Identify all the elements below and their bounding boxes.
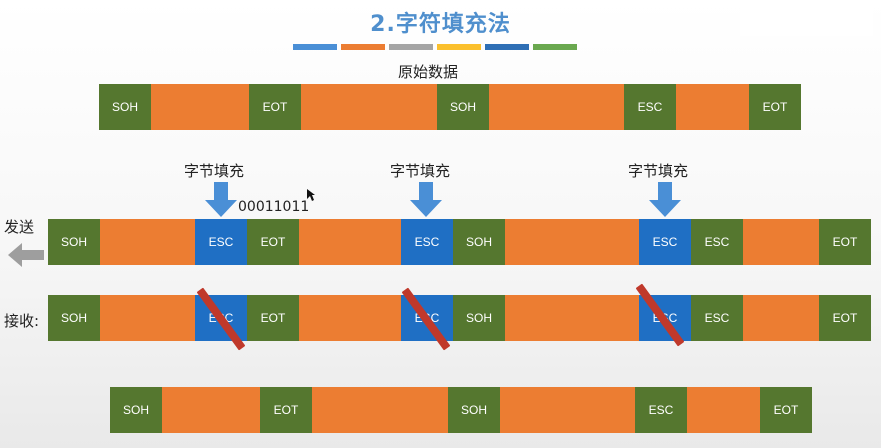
soh-segment: SOH <box>453 219 505 265</box>
data-segment <box>162 387 260 433</box>
color-bar-segment <box>533 44 577 50</box>
data-segment <box>489 84 624 130</box>
data-segment <box>500 387 635 433</box>
esc-segment: ESC <box>691 295 743 341</box>
byte-stuffing-label-2: 字节填充 <box>390 162 451 180</box>
data-segment <box>100 295 195 341</box>
color-bar-segment <box>389 44 433 50</box>
down-arrow-icon <box>410 182 442 217</box>
original-data-label: 原始数据 <box>398 63 459 81</box>
soh-segment: SOH <box>437 84 489 130</box>
data-segment <box>676 84 749 130</box>
data-segment <box>151 84 249 130</box>
byte-stuffing-label-3: 字节填充 <box>628 162 689 180</box>
data-segment <box>505 295 639 341</box>
color-bar-segment <box>437 44 481 50</box>
send-label: 发送 <box>4 218 35 236</box>
data-segment <box>299 295 401 341</box>
slide-title: 2.字符填充法 <box>370 12 511 37</box>
soh-segment: SOH <box>48 295 100 341</box>
soh-segment: SOH <box>110 387 162 433</box>
color-bar-segment <box>293 44 337 50</box>
eot-segment: EOT <box>249 84 301 130</box>
recovered-frame: SOH EOT SOH ESC EOT <box>110 387 813 433</box>
soh-segment: SOH <box>99 84 151 130</box>
byte-stuffing-label-1: 字节填充 <box>184 162 245 180</box>
data-segment <box>299 219 401 265</box>
data-segment <box>301 84 437 130</box>
data-segment <box>100 219 195 265</box>
blank-region <box>740 0 873 36</box>
data-segment <box>505 219 639 265</box>
eot-segment: EOT <box>760 387 812 433</box>
data-segment <box>743 219 819 265</box>
esc-segment: ESC <box>195 219 247 265</box>
esc-segment: ESC <box>639 219 691 265</box>
eot-segment: EOT <box>260 387 312 433</box>
eot-segment: EOT <box>247 295 299 341</box>
soh-segment: SOH <box>48 219 100 265</box>
down-arrow-icon <box>649 182 681 217</box>
eot-segment: EOT <box>247 219 299 265</box>
down-arrow-icon <box>205 182 237 217</box>
esc-segment: ESC <box>401 219 453 265</box>
original-frame: SOH EOT SOH ESC EOT <box>99 84 801 130</box>
esc-segment: ESC <box>624 84 676 130</box>
soh-segment: SOH <box>453 295 505 341</box>
esc-segment: ESC <box>691 219 743 265</box>
esc-binary-code: 00011011 <box>238 199 310 215</box>
left-arrow-icon <box>8 243 44 267</box>
eot-segment: EOT <box>819 295 871 341</box>
data-segment <box>312 387 448 433</box>
esc-segment: ESC <box>635 387 687 433</box>
cursor-icon <box>307 189 315 201</box>
soh-segment: SOH <box>448 387 500 433</box>
eot-segment: EOT <box>819 219 871 265</box>
color-bar-segment <box>485 44 529 50</box>
receive-label: 接收: <box>4 312 40 330</box>
data-segment <box>743 295 819 341</box>
data-segment <box>687 387 760 433</box>
color-bar-segment <box>341 44 385 50</box>
eot-segment: EOT <box>749 84 801 130</box>
